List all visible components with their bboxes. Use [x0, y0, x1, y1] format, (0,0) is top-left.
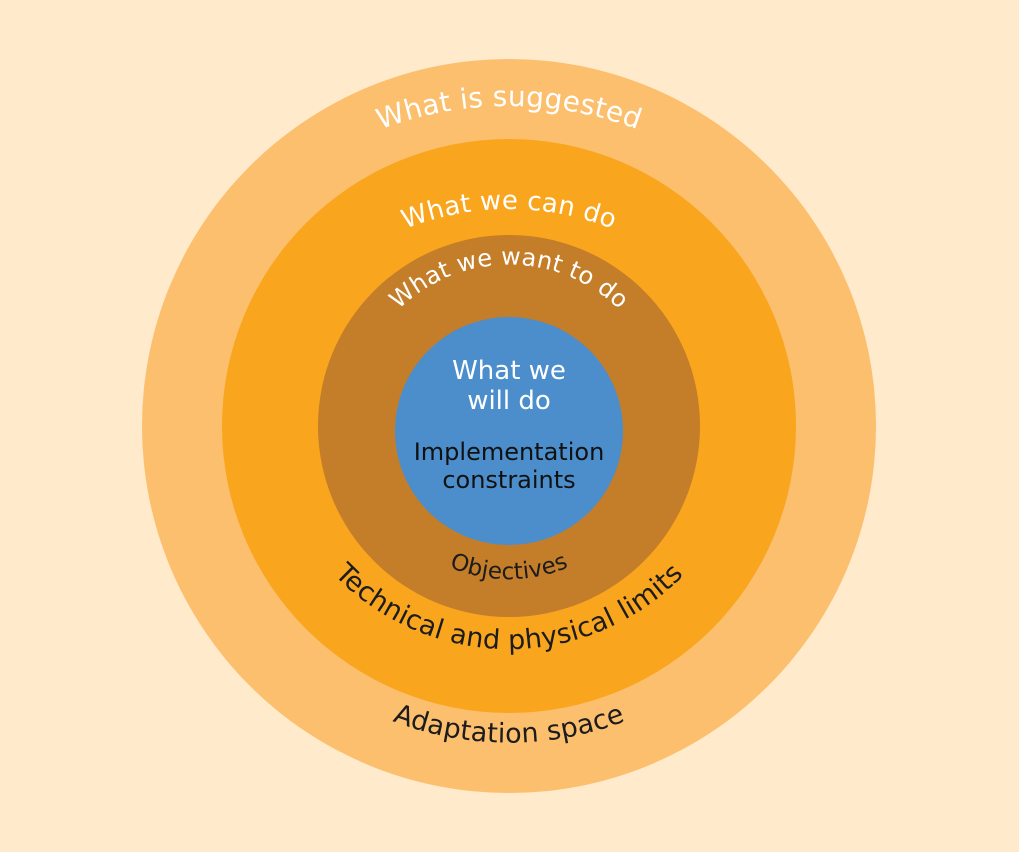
core-circle — [395, 317, 623, 545]
core-label-line2: will do — [467, 386, 551, 416]
core-label-line1: What we — [452, 356, 566, 386]
core-label-line4: constraints — [442, 466, 575, 494]
core-label-line3: Implementation — [414, 438, 605, 466]
